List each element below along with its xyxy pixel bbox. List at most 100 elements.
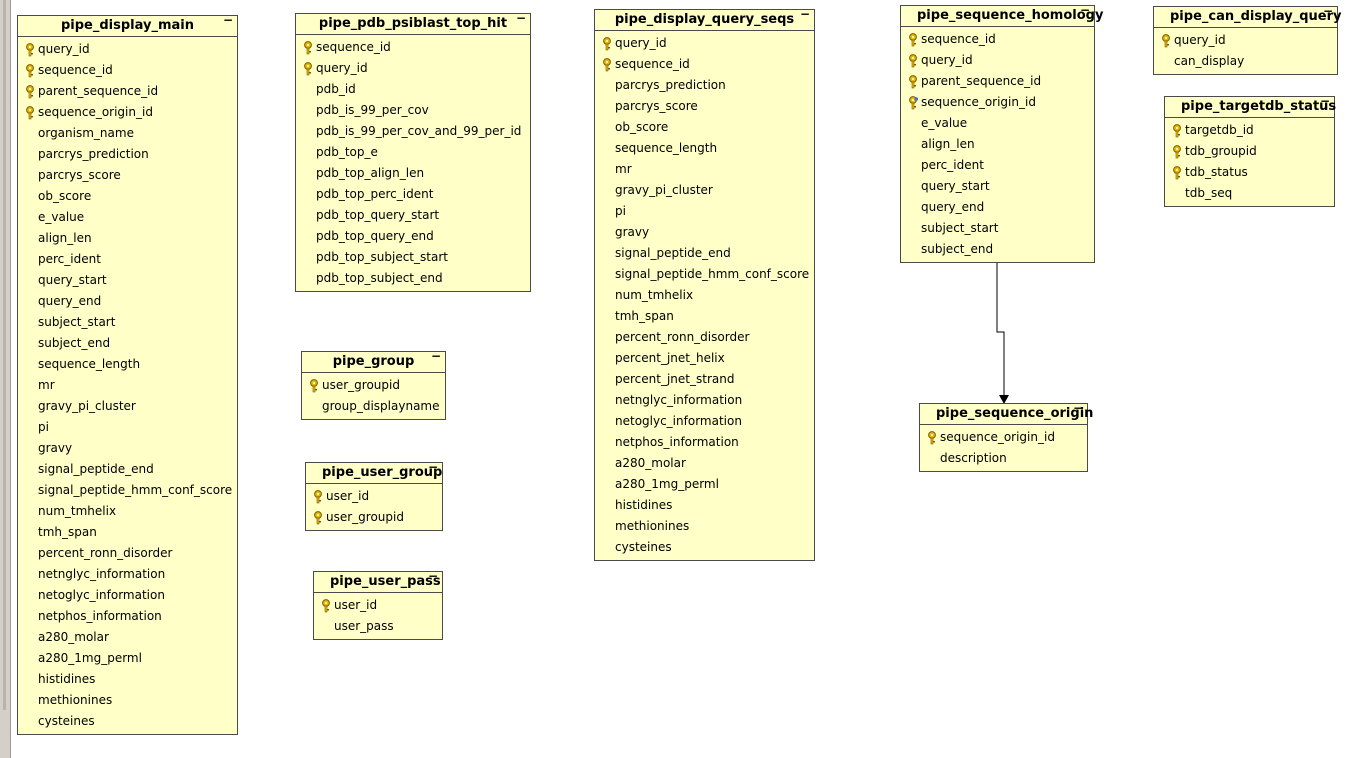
column-row[interactable]: netoglyc_information: [595, 411, 814, 432]
column-row[interactable]: methionines: [18, 690, 237, 711]
column-row[interactable]: tmh_span: [595, 306, 814, 327]
column-row[interactable]: pdb_top_perc_ident: [296, 184, 530, 205]
column-row[interactable]: query_end: [18, 291, 237, 312]
column-row[interactable]: tdb_status: [1165, 162, 1334, 183]
column-row[interactable]: cysteines: [595, 537, 814, 558]
column-row[interactable]: pi: [595, 201, 814, 222]
column-row[interactable]: perc_ident: [901, 155, 1094, 176]
column-row[interactable]: percent_ronn_disorder: [595, 327, 814, 348]
collapse-button[interactable]: −: [515, 11, 526, 25]
column-row[interactable]: parcrys_prediction: [595, 75, 814, 96]
column-row[interactable]: mr: [18, 375, 237, 396]
column-row[interactable]: netnglyc_information: [595, 390, 814, 411]
column-row[interactable]: num_tmhelix: [18, 501, 237, 522]
collapse-button[interactable]: −: [1322, 4, 1333, 18]
column-row[interactable]: sequence_origin_id: [920, 427, 1087, 448]
collapse-button[interactable]: −: [427, 569, 438, 583]
column-row[interactable]: signal_peptide_hmm_conf_score: [18, 480, 237, 501]
column-row[interactable]: e_value: [901, 113, 1094, 134]
column-row[interactable]: cysteines: [18, 711, 237, 732]
column-row[interactable]: perc_ident: [18, 249, 237, 270]
collapse-button[interactable]: −: [1079, 3, 1090, 17]
column-row[interactable]: subject_start: [901, 218, 1094, 239]
collapse-button[interactable]: −: [222, 13, 233, 27]
column-row[interactable]: sequence_origin_id: [901, 92, 1094, 113]
column-row[interactable]: user_pass: [314, 616, 442, 637]
column-row[interactable]: parcrys_prediction: [18, 144, 237, 165]
column-row[interactable]: query_id: [901, 50, 1094, 71]
column-row[interactable]: netnglyc_information: [18, 564, 237, 585]
column-row[interactable]: percent_jnet_helix: [595, 348, 814, 369]
column-row[interactable]: a280_molar: [18, 627, 237, 648]
column-row[interactable]: user_id: [306, 486, 442, 507]
column-row[interactable]: sequence_origin_id: [18, 102, 237, 123]
column-row[interactable]: query_end: [901, 197, 1094, 218]
column-row[interactable]: organism_name: [18, 123, 237, 144]
column-row[interactable]: methionines: [595, 516, 814, 537]
column-row[interactable]: parcrys_score: [595, 96, 814, 117]
column-row[interactable]: sequence_id: [901, 29, 1094, 50]
column-row[interactable]: sequence_id: [595, 54, 814, 75]
column-row[interactable]: signal_peptide_end: [595, 243, 814, 264]
column-row[interactable]: mr: [595, 159, 814, 180]
column-row[interactable]: query_id: [595, 33, 814, 54]
column-row[interactable]: ob_score: [595, 117, 814, 138]
column-row[interactable]: sequence_id: [296, 37, 530, 58]
column-row[interactable]: query_id: [1154, 30, 1337, 51]
column-row[interactable]: ob_score: [18, 186, 237, 207]
column-row[interactable]: pdb_top_subject_start: [296, 247, 530, 268]
column-row[interactable]: signal_peptide_end: [18, 459, 237, 480]
column-row[interactable]: gravy_pi_cluster: [595, 180, 814, 201]
column-row[interactable]: can_display: [1154, 51, 1337, 72]
collapse-button[interactable]: −: [1319, 94, 1330, 108]
column-row[interactable]: description: [920, 448, 1087, 469]
column-row[interactable]: a280_1mg_perml: [18, 648, 237, 669]
column-row[interactable]: targetdb_id: [1165, 120, 1334, 141]
column-row[interactable]: pdb_top_align_len: [296, 163, 530, 184]
column-row[interactable]: pdb_id: [296, 79, 530, 100]
collapse-button[interactable]: −: [1072, 401, 1083, 415]
collapse-button[interactable]: −: [799, 7, 810, 21]
column-row[interactable]: sequence_length: [18, 354, 237, 375]
column-row[interactable]: tdb_groupid: [1165, 141, 1334, 162]
column-row[interactable]: histidines: [18, 669, 237, 690]
column-row[interactable]: sequence_id: [18, 60, 237, 81]
column-row[interactable]: user_id: [314, 595, 442, 616]
column-row[interactable]: gravy_pi_cluster: [18, 396, 237, 417]
column-row[interactable]: num_tmhelix: [595, 285, 814, 306]
column-row[interactable]: user_groupid: [306, 507, 442, 528]
column-row[interactable]: histidines: [595, 495, 814, 516]
column-row[interactable]: subject_start: [18, 312, 237, 333]
column-row[interactable]: sequence_length: [595, 138, 814, 159]
column-row[interactable]: parent_sequence_id: [901, 71, 1094, 92]
column-row[interactable]: netphos_information: [18, 606, 237, 627]
column-row[interactable]: query_start: [18, 270, 237, 291]
column-row[interactable]: pdb_top_e: [296, 142, 530, 163]
column-row[interactable]: parcrys_score: [18, 165, 237, 186]
column-row[interactable]: gravy: [18, 438, 237, 459]
column-row[interactable]: netoglyc_information: [18, 585, 237, 606]
column-row[interactable]: align_len: [901, 134, 1094, 155]
column-row[interactable]: query_start: [901, 176, 1094, 197]
column-row[interactable]: percent_jnet_strand: [595, 369, 814, 390]
column-row[interactable]: pdb_top_query_start: [296, 205, 530, 226]
collapse-button[interactable]: −: [427, 460, 438, 474]
collapse-button[interactable]: −: [430, 349, 441, 363]
column-row[interactable]: pdb_is_99_per_cov_and_99_per_id: [296, 121, 530, 142]
column-row[interactable]: tmh_span: [18, 522, 237, 543]
column-row[interactable]: a280_molar: [595, 453, 814, 474]
column-row[interactable]: pdb_top_query_end: [296, 226, 530, 247]
column-row[interactable]: parent_sequence_id: [18, 81, 237, 102]
column-row[interactable]: pdb_top_subject_end: [296, 268, 530, 289]
column-row[interactable]: subject_end: [901, 239, 1094, 260]
